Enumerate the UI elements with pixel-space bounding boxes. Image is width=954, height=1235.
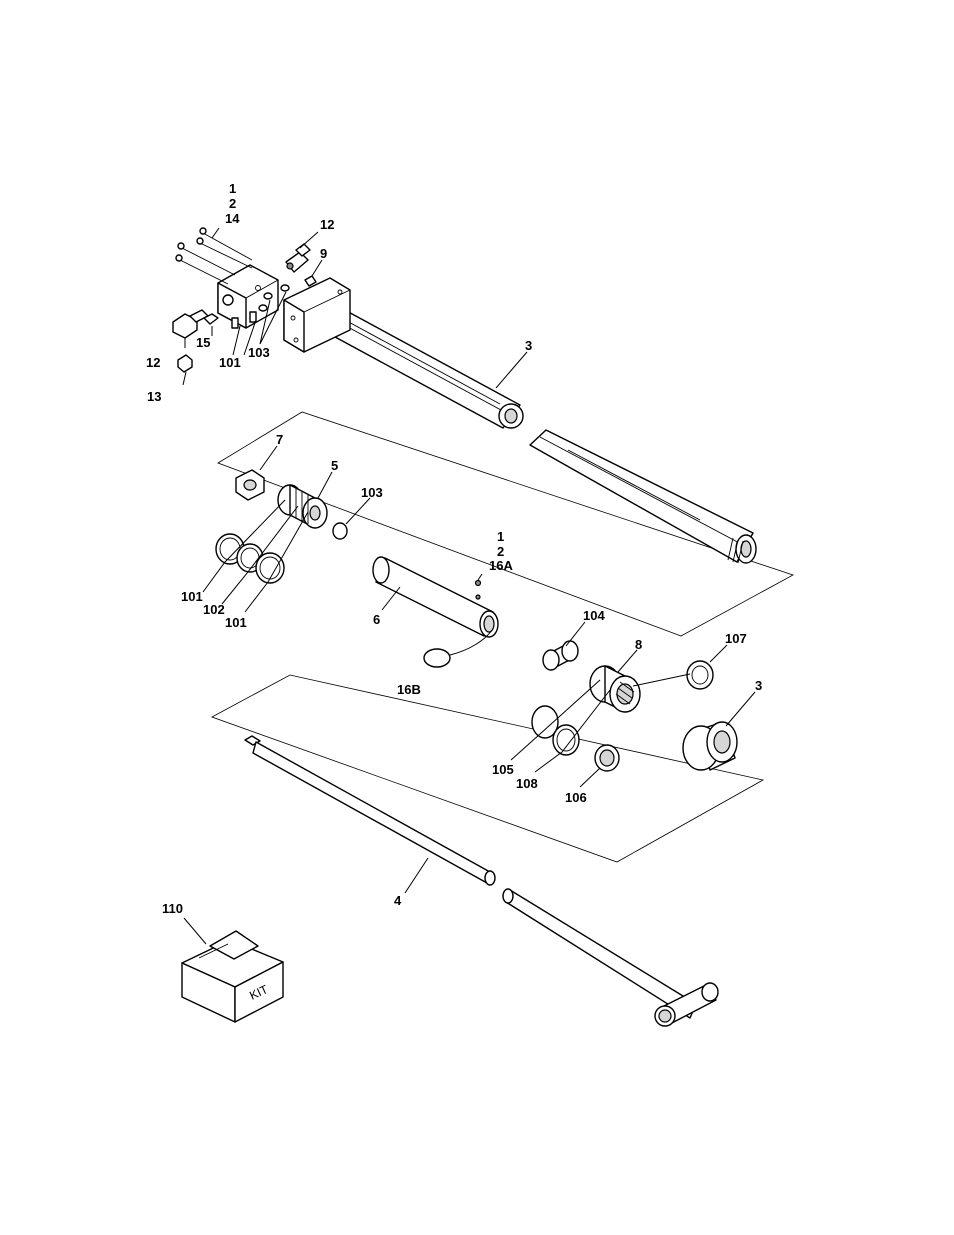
elbow-fitting bbox=[172, 309, 209, 339]
callout-15: 15 bbox=[196, 335, 210, 350]
callout-1: 1 bbox=[229, 181, 236, 196]
rod-eye bbox=[654, 982, 719, 1027]
callout-2-mid: 2 bbox=[497, 544, 504, 559]
callout-110: 110 bbox=[162, 901, 183, 916]
fitting-top bbox=[285, 243, 311, 273]
callout-8: 8 bbox=[635, 637, 642, 652]
cylinder-barrel bbox=[312, 301, 524, 429]
callout-7: 7 bbox=[276, 432, 283, 447]
callout-12-elbow: 12 bbox=[146, 355, 160, 370]
callout-102: 102 bbox=[203, 602, 225, 617]
gland bbox=[589, 665, 641, 713]
callout-108: 108 bbox=[516, 776, 538, 791]
bolts bbox=[175, 227, 253, 285]
o-ring-16b bbox=[423, 648, 451, 668]
callout-3-cap: 3 bbox=[755, 678, 762, 693]
bushing bbox=[542, 640, 579, 671]
callout-104: 104 bbox=[583, 608, 605, 623]
piston-rings bbox=[215, 533, 285, 584]
callout-3-barrel: 3 bbox=[525, 338, 532, 353]
nut bbox=[177, 354, 193, 373]
explode-plane-lower bbox=[211, 674, 765, 863]
callout-labels: 1 2 14 12 9 3 15 101 103 12 13 7 5 103 1… bbox=[146, 181, 762, 916]
valve-manifold bbox=[217, 264, 279, 329]
ball-16a bbox=[474, 579, 482, 587]
callout-14: 14 bbox=[225, 211, 240, 226]
callout-107: 107 bbox=[725, 631, 747, 646]
callout-101-left: 101 bbox=[181, 589, 203, 604]
callout-101-right: 101 bbox=[225, 615, 247, 630]
kit-box: KIT bbox=[181, 930, 284, 1023]
leader-lines bbox=[182, 227, 756, 945]
fitting-15 bbox=[203, 313, 219, 325]
end-cap bbox=[682, 721, 738, 771]
callout-2: 2 bbox=[229, 196, 236, 211]
piston bbox=[277, 484, 328, 529]
callout-103-mid: 103 bbox=[361, 485, 383, 500]
callout-101-top: 101 bbox=[219, 355, 241, 370]
callout-4: 4 bbox=[394, 893, 402, 908]
explode-plane-upper bbox=[217, 411, 795, 637]
callout-13: 13 bbox=[147, 389, 161, 404]
piston-rod bbox=[244, 735, 697, 1019]
cylinder-barrel-segment bbox=[529, 429, 757, 564]
seals-top bbox=[258, 284, 290, 312]
callout-105: 105 bbox=[492, 762, 514, 777]
seal-107 bbox=[686, 660, 714, 690]
callout-12-top: 12 bbox=[320, 217, 334, 232]
pin bbox=[304, 275, 317, 287]
spacer-tube bbox=[372, 556, 499, 638]
callout-106: 106 bbox=[565, 790, 587, 805]
mounting-block bbox=[283, 277, 351, 353]
callout-5: 5 bbox=[331, 458, 338, 473]
callout-16b: 16B bbox=[397, 682, 421, 697]
o-ring-103 bbox=[332, 522, 348, 540]
callout-1-mid: 1 bbox=[497, 529, 504, 544]
piston-nut bbox=[235, 469, 265, 501]
callout-9: 9 bbox=[320, 246, 327, 261]
callout-16a: 16A bbox=[489, 558, 513, 573]
gland-seals bbox=[531, 705, 620, 772]
callout-103-top: 103 bbox=[248, 345, 270, 360]
callout-6: 6 bbox=[373, 612, 380, 627]
